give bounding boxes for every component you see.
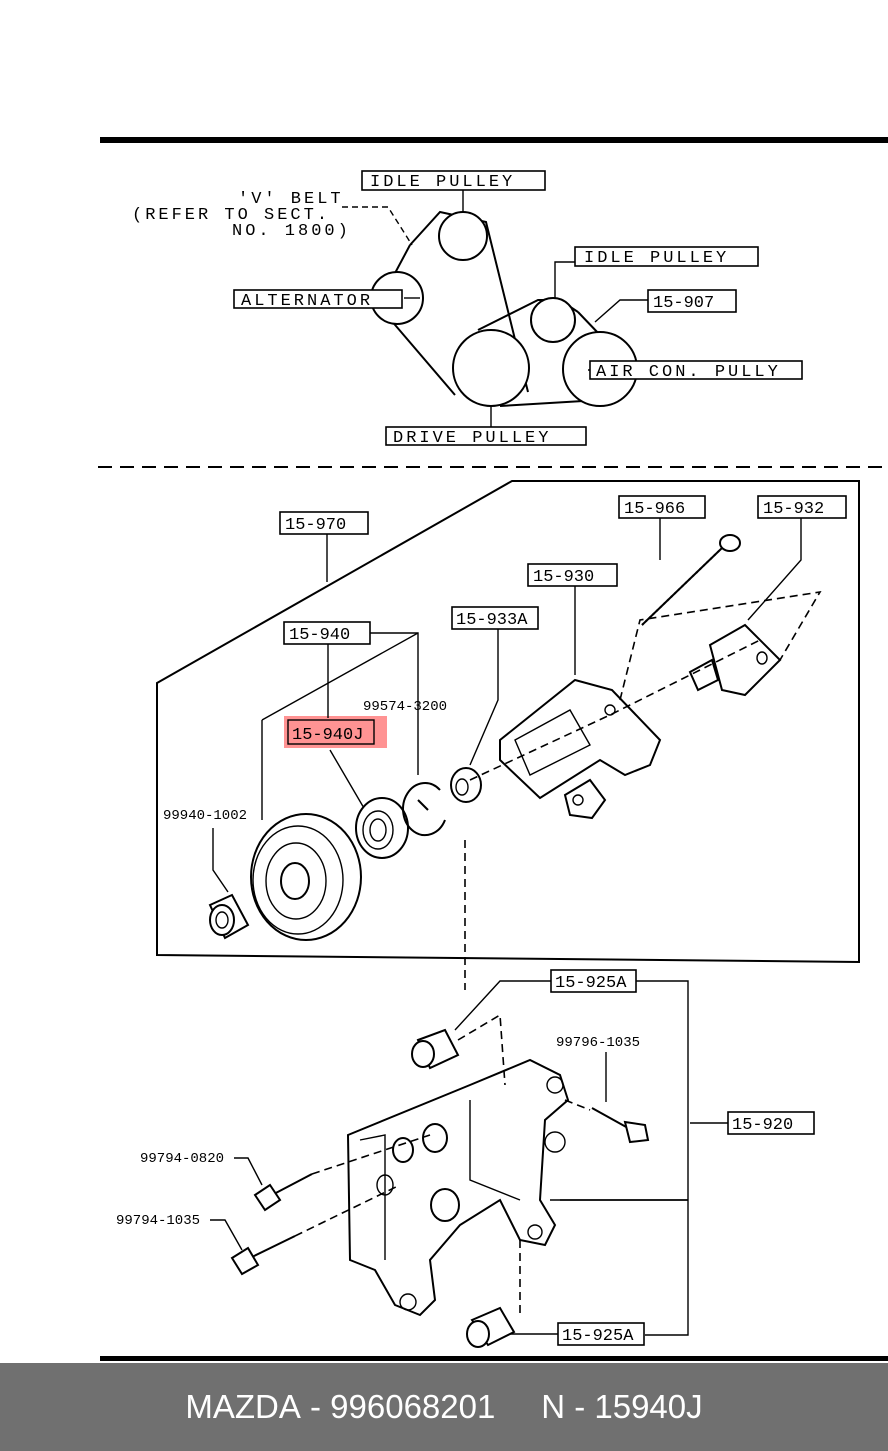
label-15-933a: 15-933A — [456, 611, 528, 630]
label-15-932: 15-932 — [763, 500, 824, 519]
top-rule — [100, 137, 888, 143]
label-15-970: 15-970 — [285, 516, 346, 535]
tensioner-bracket-icon — [499, 678, 662, 820]
part-number-footer: MAZDA - 996068201 N - 15940J — [0, 1363, 888, 1451]
label-15-925a-bottom: 15-925A — [562, 1327, 634, 1346]
snap-ring-icon — [402, 782, 446, 837]
label-15-907: 15-907 — [653, 294, 714, 313]
bracket-assembly-diagram: 15-925A 99796-1035 15-920 99794-0820 997… — [116, 969, 815, 1348]
bolt-99794-0820-icon — [253, 1173, 313, 1212]
bolt-99796-1035-icon — [591, 1107, 650, 1144]
bolt-99794-1035-icon — [230, 1235, 296, 1276]
diagram-reference: N - 15940J — [541, 1388, 703, 1425]
label-15-930: 15-930 — [533, 568, 594, 587]
adjust-bolt-icon — [641, 534, 741, 626]
brand-separator: - — [300, 1388, 331, 1425]
belt-routing-diagram: IDLE PULLEY 'V' BELT (REFER TO SECT. NO.… — [132, 170, 803, 448]
brand-name: MAZDA — [185, 1388, 301, 1425]
label-15-940: 15-940 — [289, 626, 350, 645]
mounting-bracket-icon — [346, 1058, 570, 1317]
spacer-icon — [450, 767, 482, 803]
collar-icon — [208, 893, 250, 940]
adjuster-block-icon — [688, 623, 782, 697]
bushing-top-icon — [411, 1028, 460, 1070]
label-99794-0820: 99794-0820 — [140, 1151, 224, 1167]
label-99574-3200: 99574-3200 — [363, 699, 447, 715]
label-drive-pulley: DRIVE PULLEY — [393, 429, 551, 448]
exploded-parts-diagram: IDLE PULLEY 'V' BELT (REFER TO SECT. NO.… — [98, 137, 888, 1361]
label-99940-1002: 99940-1002 — [163, 808, 247, 824]
label-15-920: 15-920 — [732, 1116, 793, 1135]
drive-pulley-icon — [452, 329, 530, 407]
label-alternator: ALTERNATOR — [241, 292, 373, 311]
idler-pulley-icon — [250, 813, 362, 941]
label-v-belt: 'V' BELT — [238, 190, 344, 209]
part-number: 996068201 — [330, 1388, 496, 1425]
label-15-940j: 15-940J — [292, 726, 363, 745]
label-v-belt-ref: (REFER TO SECT. — [132, 206, 330, 225]
label-idle-pulley-right: IDLE PULLEY — [584, 249, 729, 268]
label-v-belt-section: NO. 1800) — [232, 222, 351, 241]
idler-assembly-diagram: 15-970 15-966 15-932 15-930 15-933A 15-9… — [156, 480, 860, 990]
label-15-925a-top: 15-925A — [555, 974, 627, 993]
idle-pulley-top-icon — [438, 211, 488, 261]
bottom-rule — [100, 1356, 888, 1361]
bearing-icon — [355, 797, 409, 859]
highlight-15-940j — [284, 716, 387, 748]
label-99796-1035: 99796-1035 — [556, 1035, 640, 1051]
bushing-bottom-icon — [466, 1306, 516, 1348]
footer-gap — [495, 1388, 541, 1426]
idle-pulley-right-icon — [530, 297, 576, 343]
label-15-966: 15-966 — [624, 500, 685, 519]
label-air-con-pully: AIR CON. PULLY — [596, 363, 781, 382]
label-99794-1035: 99794-1035 — [116, 1213, 200, 1229]
label-idle-pulley-top: IDLE PULLEY — [370, 173, 515, 192]
